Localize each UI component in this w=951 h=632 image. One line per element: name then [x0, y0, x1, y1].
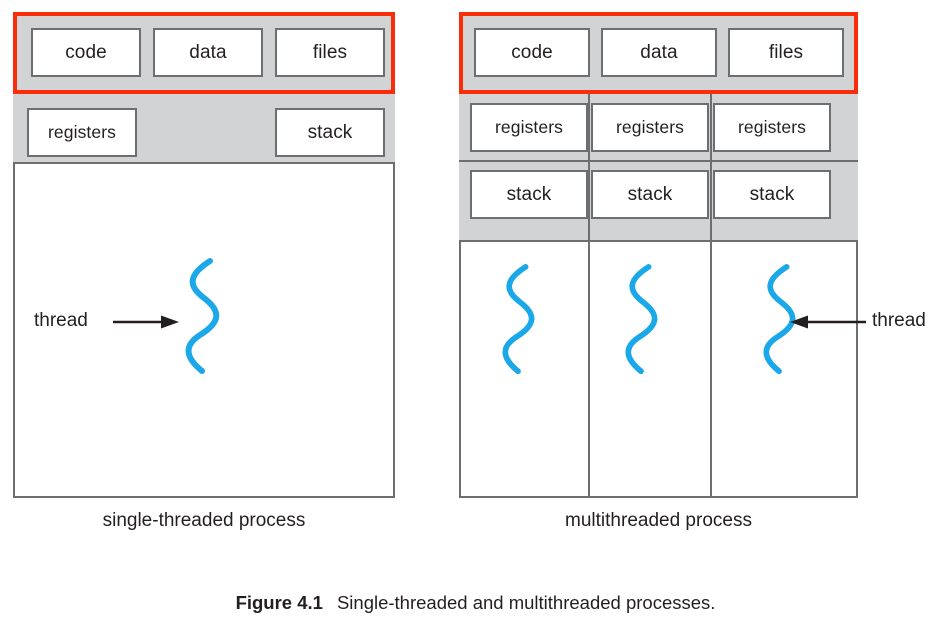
multithreaded-band-bottom-divider	[459, 240, 858, 242]
cell-label: stack	[307, 122, 353, 143]
single-threaded-thread-label: thread	[34, 310, 88, 332]
multithreaded-column-divider-1	[588, 94, 590, 498]
cell-label: code	[65, 42, 107, 63]
multithreaded-cell-stack-3[interactable]: stack	[713, 170, 831, 219]
multithreaded-cell-files[interactable]: files	[728, 28, 844, 77]
thread-label-text: thread	[872, 310, 926, 331]
figure-caption-text: Single-threaded and multithreaded proces…	[336, 592, 716, 613]
process-label-text: single-threaded process	[102, 510, 306, 531]
cell-label: code	[511, 42, 553, 63]
cell-label: stack	[749, 184, 795, 205]
multithreaded-thread-arrow-icon	[790, 315, 866, 329]
multithreaded-cell-data[interactable]: data	[601, 28, 717, 77]
multithreaded-thread-squiggle-3	[763, 264, 796, 375]
cell-label: registers	[494, 116, 563, 137]
multithreaded-column-divider-2	[710, 94, 712, 498]
thread-label-text: thread	[34, 310, 88, 331]
cell-label: registers	[737, 116, 806, 137]
multithreaded-cell-stack-2[interactable]: stack	[591, 170, 709, 219]
multithreaded-cell-code[interactable]: code	[474, 28, 590, 77]
figure-caption-label: Figure 4.1	[235, 592, 323, 613]
single-threaded-process-diagram: code data files registers stack	[13, 12, 395, 498]
cell-label: files	[312, 42, 348, 63]
multithreaded-thread-squiggle-2	[625, 264, 658, 375]
multithreaded-cell-registers-1[interactable]: registers	[470, 103, 588, 152]
process-label-text: multithreaded process	[565, 510, 752, 531]
cell-label: registers	[615, 116, 684, 137]
multithreaded-cell-stack-1[interactable]: stack	[470, 170, 588, 219]
multithreaded-thread-area	[459, 240, 858, 498]
cell-label: files	[768, 42, 804, 63]
single-threaded-cell-code[interactable]: code	[31, 28, 141, 77]
multithreaded-process-diagram: code data files registers registers regi…	[459, 12, 858, 498]
single-threaded-thread-squiggle	[185, 258, 220, 374]
single-threaded-cell-data[interactable]: data	[153, 28, 263, 77]
multithreaded-cell-registers-3[interactable]: registers	[713, 103, 831, 152]
multithreaded-row-divider	[459, 160, 858, 162]
cell-label: data	[189, 42, 227, 63]
single-threaded-thread-arrow-icon	[113, 315, 179, 329]
cell-label: stack	[506, 184, 552, 205]
figure-caption: Figure 4.1 Single-threaded and multithrea…	[0, 592, 951, 614]
single-threaded-cell-stack[interactable]: stack	[275, 108, 385, 157]
single-threaded-cell-files[interactable]: files	[275, 28, 385, 77]
multithreaded-process-label: multithreaded process	[459, 510, 858, 532]
cell-label: registers	[47, 121, 116, 142]
multithreaded-thread-label: thread	[872, 310, 926, 332]
cell-label: data	[640, 42, 678, 63]
multithreaded-thread-squiggle-1	[502, 264, 535, 375]
single-threaded-process-label: single-threaded process	[13, 510, 395, 532]
single-threaded-cell-registers[interactable]: registers	[27, 108, 137, 157]
cell-label: stack	[627, 184, 673, 205]
multithreaded-cell-registers-2[interactable]: registers	[591, 103, 709, 152]
